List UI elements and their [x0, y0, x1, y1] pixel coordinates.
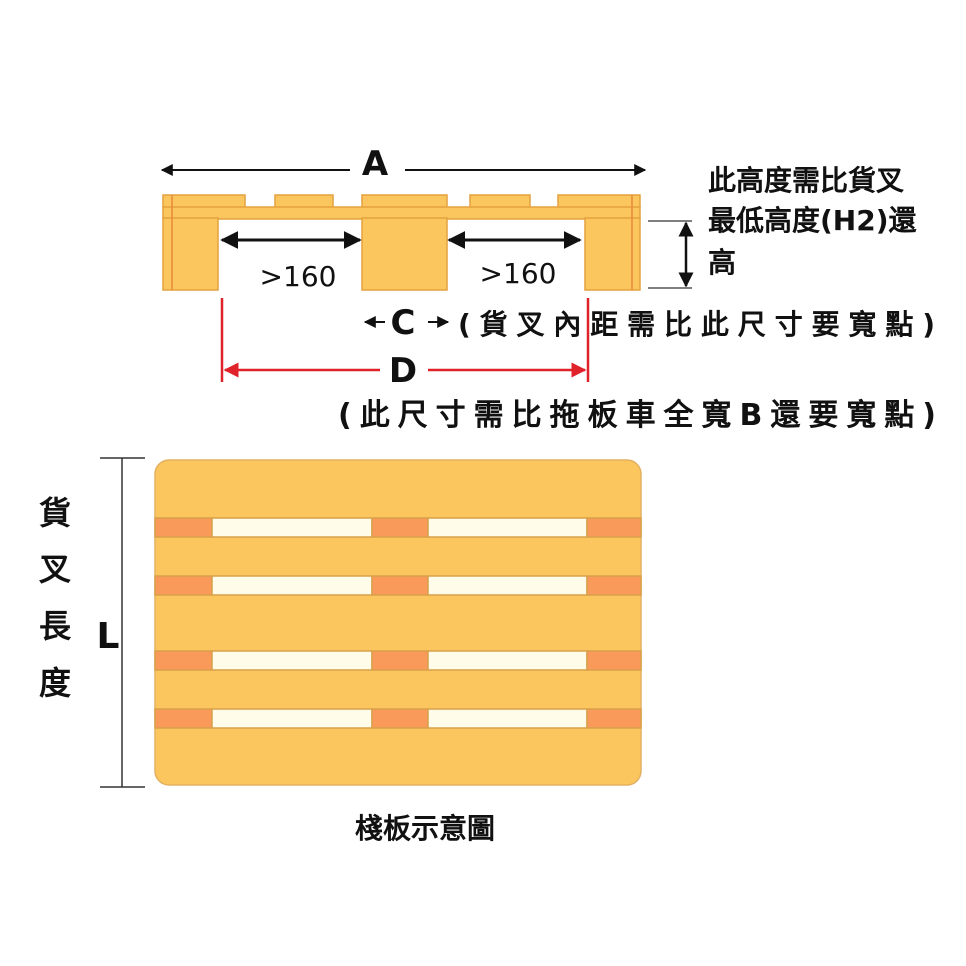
fork-opening [427, 708, 588, 729]
fork-opening [211, 708, 373, 729]
side-label-char: 貨 [39, 494, 71, 532]
pallet-block [371, 708, 429, 729]
fork-opening [427, 517, 588, 538]
gap-left-label: >160 [260, 260, 337, 293]
height-note-line-3: 高 [708, 246, 736, 279]
height-note-line-2: 最低高度(H2)還 [708, 204, 918, 237]
pallet-block [154, 650, 213, 671]
pallet-block [154, 517, 213, 538]
side-label-char: 長 [39, 607, 72, 645]
note-c: (貨叉內距需比此尺寸要寬點) [458, 308, 935, 341]
fork-opening [427, 575, 588, 596]
pallet-block [371, 650, 429, 671]
pallet-side-view [162, 194, 641, 291]
fork-opening [427, 650, 588, 671]
gap-right-label: >160 [480, 257, 557, 290]
caption: 棧板示意圖 [355, 812, 495, 845]
fork-opening [211, 517, 373, 538]
label-d: D [389, 351, 417, 391]
fork-opening [211, 575, 373, 596]
label-c: C [391, 303, 416, 343]
side-label-char: 度 [39, 664, 71, 702]
note-d: (此尺寸需比拖板車全寬B還要寬點) [338, 398, 936, 433]
pallet-block [586, 575, 642, 596]
pallet-block [586, 517, 642, 538]
pallet-block [371, 575, 429, 596]
pallet-top-view [154, 459, 642, 786]
label-l: L [97, 616, 120, 657]
pallet-block [586, 650, 642, 671]
pallet-block [154, 708, 213, 729]
pallet-block [371, 517, 429, 538]
label-a: A [362, 144, 389, 184]
fork-opening [211, 650, 373, 671]
pallet-block [154, 575, 213, 596]
pallet-block [586, 708, 642, 729]
side-label-char: 叉 [38, 550, 71, 588]
height-note-line-1: 此高度需比貨叉 [708, 164, 904, 197]
